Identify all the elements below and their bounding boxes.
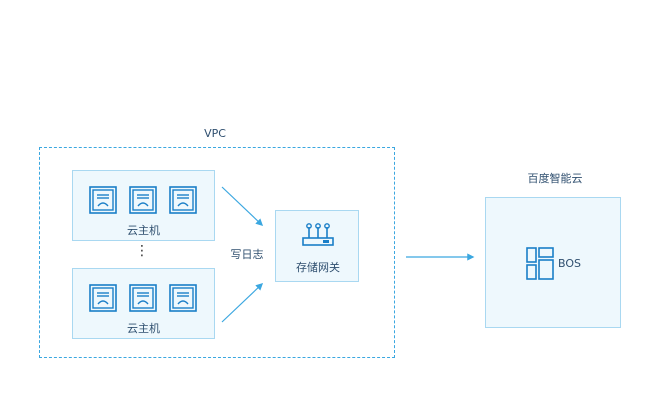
cloud-provider-title: 百度智能云 <box>527 172 583 185</box>
server-icon <box>89 284 117 312</box>
cloud-host-group-1-label: 云主机 <box>127 224 160 237</box>
server-icon <box>129 186 157 214</box>
vpc-boundary <box>39 147 395 358</box>
bos-icon <box>526 247 554 280</box>
more-hosts-ellipsis: ⋮ <box>135 243 149 259</box>
bos-label: BOS <box>558 257 581 270</box>
cloud-host-group-1 <box>72 170 215 241</box>
bos-container: BOS <box>485 197 621 328</box>
storage-gateway: 存储网关 <box>275 210 359 282</box>
server-icon <box>129 284 157 312</box>
cloud-host-group-2 <box>72 268 215 339</box>
server-icon <box>89 186 117 214</box>
vpc-title: VPC <box>204 127 226 140</box>
storage-gateway-label: 存储网关 <box>296 261 340 274</box>
server-icon <box>169 186 197 214</box>
cloud-host-group-2-label: 云主机 <box>127 322 160 335</box>
server-icon <box>169 284 197 312</box>
router-icon <box>302 223 334 246</box>
write-logs-label: 写日志 <box>230 248 264 261</box>
